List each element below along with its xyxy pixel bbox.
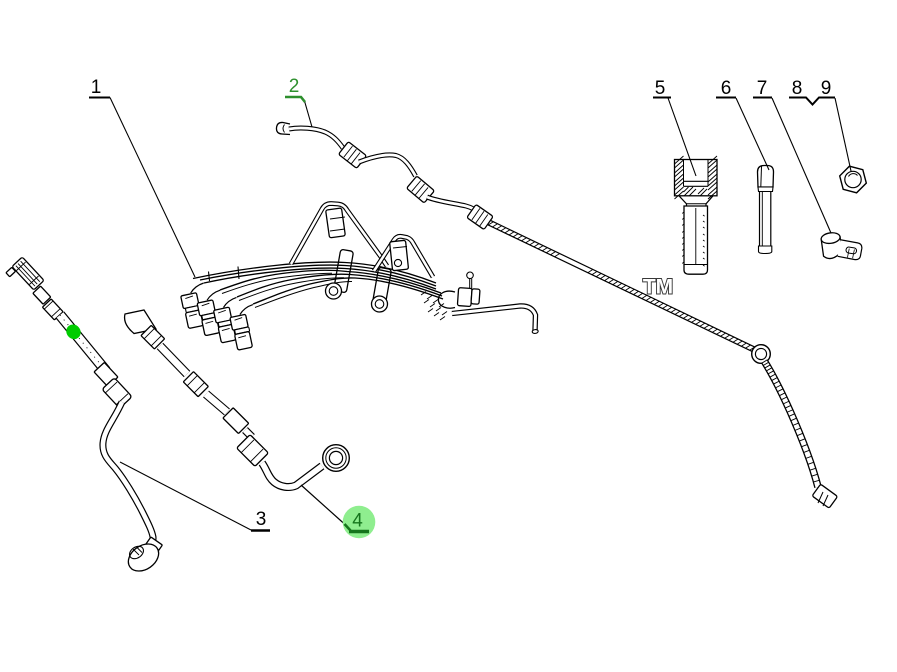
svg-text:7: 7	[757, 78, 768, 99]
svg-text:1: 1	[91, 77, 102, 98]
svg-text:TM: TM	[643, 276, 673, 299]
svg-text:5: 5	[655, 78, 666, 99]
svg-text:2: 2	[289, 76, 300, 97]
svg-text:6: 6	[721, 78, 732, 99]
svg-text:9: 9	[821, 78, 832, 99]
svg-text:3: 3	[256, 509, 267, 530]
svg-text:4: 4	[352, 511, 363, 532]
svg-text:8: 8	[792, 78, 803, 99]
